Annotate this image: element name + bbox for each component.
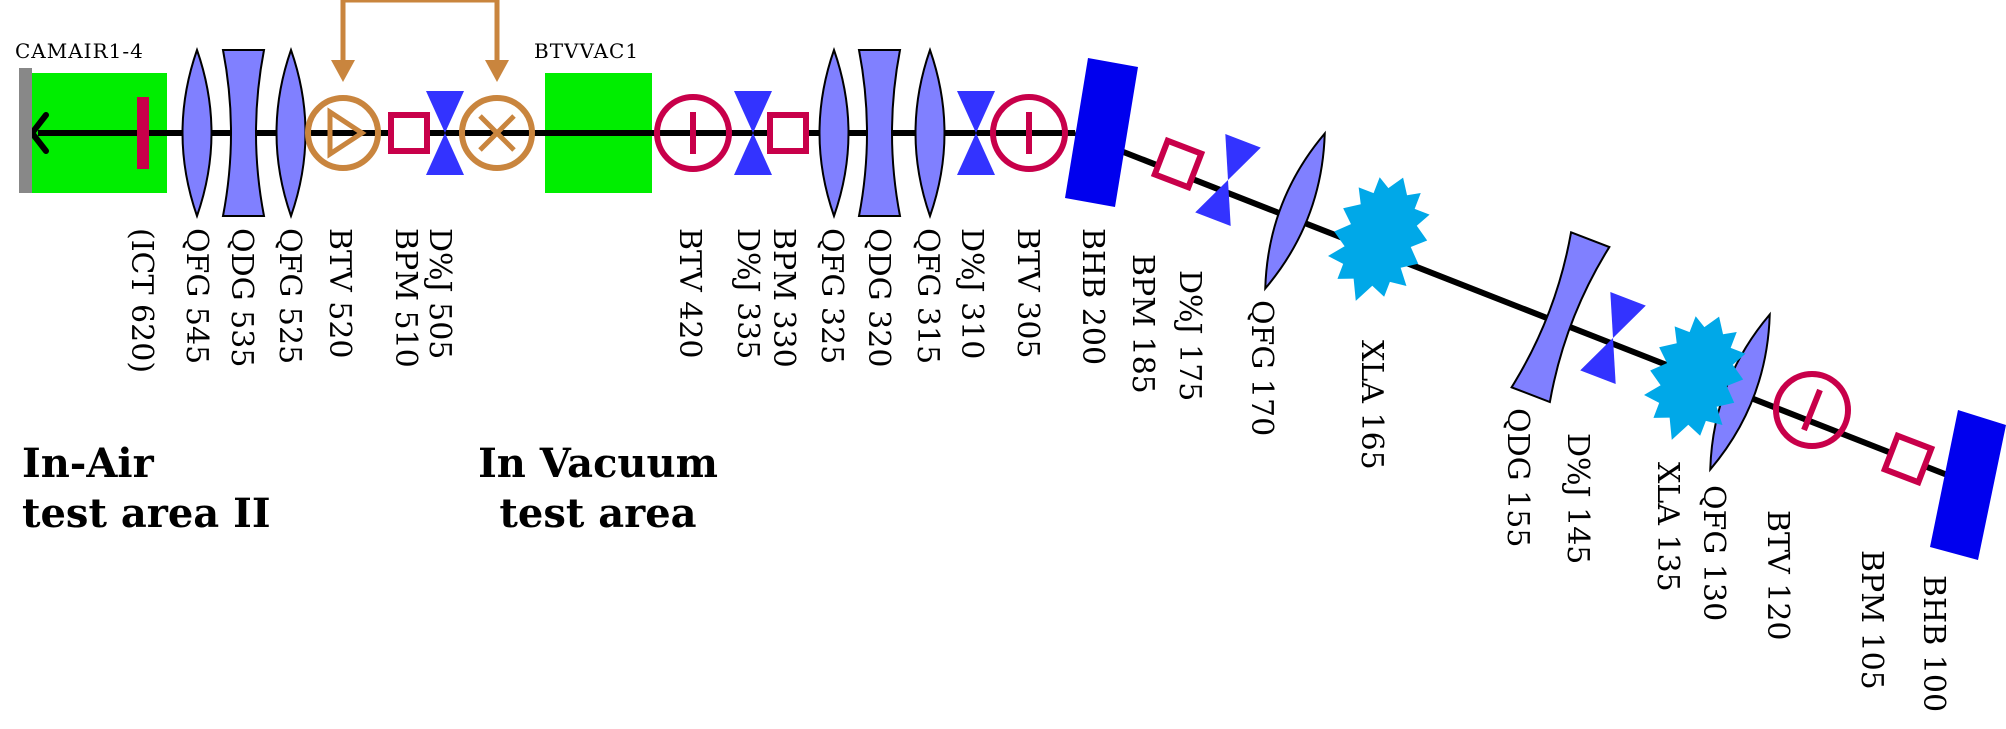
bhb-200-icon xyxy=(1065,58,1138,207)
ict-620-marker xyxy=(137,97,149,169)
in-air-title-line1: In-Air xyxy=(22,440,155,487)
label-btv-420: BTV 420 xyxy=(672,228,707,359)
label-dj-505: D%J 505 xyxy=(422,228,457,359)
label-qfg-170: QFG 170 xyxy=(1244,300,1279,436)
area-titles: In-Air test area II In Vacuum test area xyxy=(22,440,718,537)
label-qfg-525: QFG 525 xyxy=(272,228,307,364)
correctors-straight xyxy=(426,91,995,175)
label-qfg-545: QFG 545 xyxy=(179,228,214,364)
label-btv-120: BTV 120 xyxy=(1760,510,1795,641)
bpm-185-icon xyxy=(1150,136,1206,192)
bpm-105-icon xyxy=(1880,431,1936,487)
label-bpm-105: BPM 105 xyxy=(1854,550,1889,690)
qdg-320-icon xyxy=(857,49,902,217)
label-qfg-130: QFG 130 xyxy=(1696,485,1731,621)
laser-cross-icon xyxy=(459,95,535,171)
xla-135-icon xyxy=(1644,316,1746,440)
vacuum-title-line1: In Vacuum xyxy=(478,440,718,487)
xla-structures xyxy=(1328,177,1746,440)
qfg-545-icon xyxy=(181,46,213,220)
dj-505-icon xyxy=(426,91,464,133)
label-xla-165: XLA 165 xyxy=(1354,340,1389,470)
target-holder xyxy=(19,68,32,193)
bpm-510-icon xyxy=(388,112,430,154)
xla-165-icon xyxy=(1328,177,1430,301)
laser-transfer-line xyxy=(331,0,509,82)
qfg-525-icon xyxy=(275,46,307,220)
label-bpm-185: BPM 185 xyxy=(1125,254,1160,394)
label-qfg-325: QFG 325 xyxy=(814,228,849,364)
label-btv-520: BTV 520 xyxy=(322,228,357,359)
label-qdg-535: QDG 535 xyxy=(224,228,259,367)
quadrupoles-bent xyxy=(1264,130,1771,473)
label-bpm-330: BPM 330 xyxy=(766,228,801,368)
bpm-bent xyxy=(1150,136,1936,487)
qdg-535-icon xyxy=(221,49,266,217)
label-dj-175: D%J 175 xyxy=(1172,270,1207,401)
dipoles xyxy=(1065,58,2006,560)
label-qfg-315: QFG 315 xyxy=(910,228,945,364)
vacuum-title-line2: test area xyxy=(499,490,696,537)
btv-520-icon xyxy=(305,95,381,171)
dj-310-icon xyxy=(957,91,995,133)
label-xla-135: XLA 135 xyxy=(1650,462,1685,592)
label-ict-620: (ICT 620) xyxy=(124,228,159,373)
label-dj-310: D%J 310 xyxy=(954,228,989,359)
element-labels: (ICT 620) QFG 545 QDG 535 QFG 525 BTV 52… xyxy=(124,228,1951,712)
camair-label: CAMAIR1-4 xyxy=(15,39,144,63)
label-dj-335: D%J 335 xyxy=(730,228,765,359)
dj-145-icon xyxy=(1580,291,1646,385)
bpm-boxes xyxy=(388,112,809,154)
bhb-100-icon xyxy=(1930,410,2006,560)
label-bhb-200: BHB 200 xyxy=(1075,228,1110,365)
qfg-170-icon xyxy=(1264,130,1326,292)
qfg-315-icon xyxy=(914,46,946,220)
qdg-155-icon xyxy=(1510,230,1611,404)
btv-monitors xyxy=(654,94,1851,449)
btvvac-label: BTVVAC1 xyxy=(534,39,639,63)
dj-175-icon xyxy=(1195,133,1261,227)
btv-305-icon xyxy=(990,94,1068,172)
label-bpm-510: BPM 510 xyxy=(388,228,423,368)
correctors-bent xyxy=(1195,133,1646,385)
bpm-330-icon xyxy=(767,112,809,154)
dj-335-icon xyxy=(734,91,772,133)
quadrupoles-straight xyxy=(181,46,946,220)
label-dj-145: D%J 145 xyxy=(1560,433,1595,564)
label-btv-305: BTV 305 xyxy=(1010,228,1045,359)
in-air-title-line2: test area II xyxy=(22,490,271,537)
btv-420-icon xyxy=(654,94,732,172)
label-qdg-155: QDG 155 xyxy=(1500,408,1535,547)
label-qdg-320: QDG 320 xyxy=(861,228,896,367)
qfg-325-icon xyxy=(818,46,850,220)
label-bhb-100: BHB 100 xyxy=(1916,575,1951,712)
btv-120-icon xyxy=(1773,371,1851,449)
